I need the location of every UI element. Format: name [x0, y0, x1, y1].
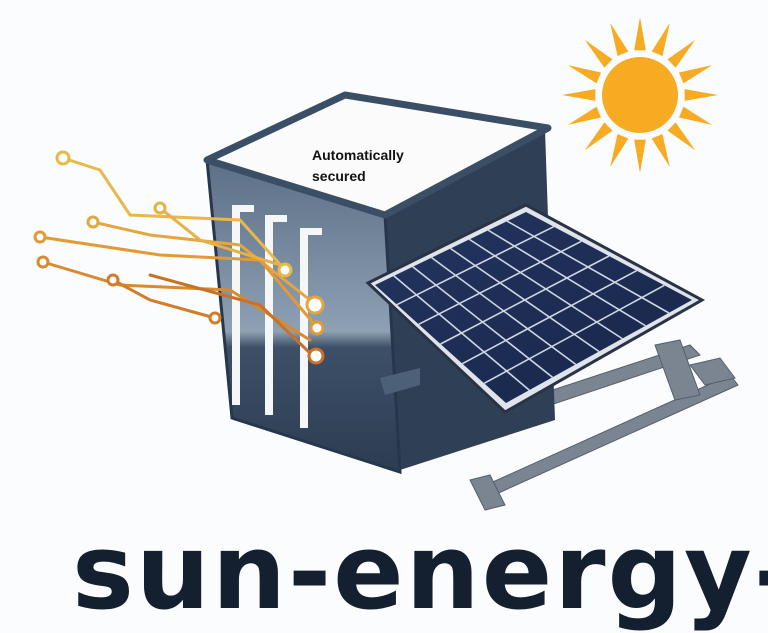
panel-grid-line [396, 225, 555, 306]
sun-ray [651, 22, 670, 57]
solar-container-illustration [33, 17, 739, 511]
sun-ray [567, 106, 602, 125]
container-slot [380, 368, 420, 395]
panel-grid-line [483, 284, 665, 385]
sun-ray [610, 22, 629, 57]
top-label-line1: Automatically [312, 147, 404, 163]
top-label-line2: secured [312, 168, 366, 184]
sun-ray [562, 89, 596, 101]
sun-ray [610, 133, 629, 168]
sun-ray [667, 39, 696, 68]
sun-ray [678, 65, 713, 84]
sun-ray [634, 17, 646, 51]
top-label: Automatically secured [312, 145, 404, 187]
panel-grid-line [440, 255, 610, 345]
sun-ray [678, 106, 713, 125]
circuit-nodes [33, 150, 325, 365]
solar-panel [365, 203, 706, 414]
sun-ray [567, 65, 602, 84]
sun-ray [684, 89, 718, 101]
sun-ray [584, 122, 613, 151]
circuit-lines [38, 156, 317, 357]
sun-ray [634, 139, 646, 173]
brand-title: sun-energy- [72, 511, 768, 633]
sun-ray [584, 39, 613, 68]
panel-grid-line [418, 240, 582, 326]
sun-ray [651, 133, 670, 168]
panel-grid-line [461, 269, 638, 365]
sun-ray [667, 122, 696, 151]
sun-icon [562, 17, 718, 173]
container-top [203, 91, 552, 219]
